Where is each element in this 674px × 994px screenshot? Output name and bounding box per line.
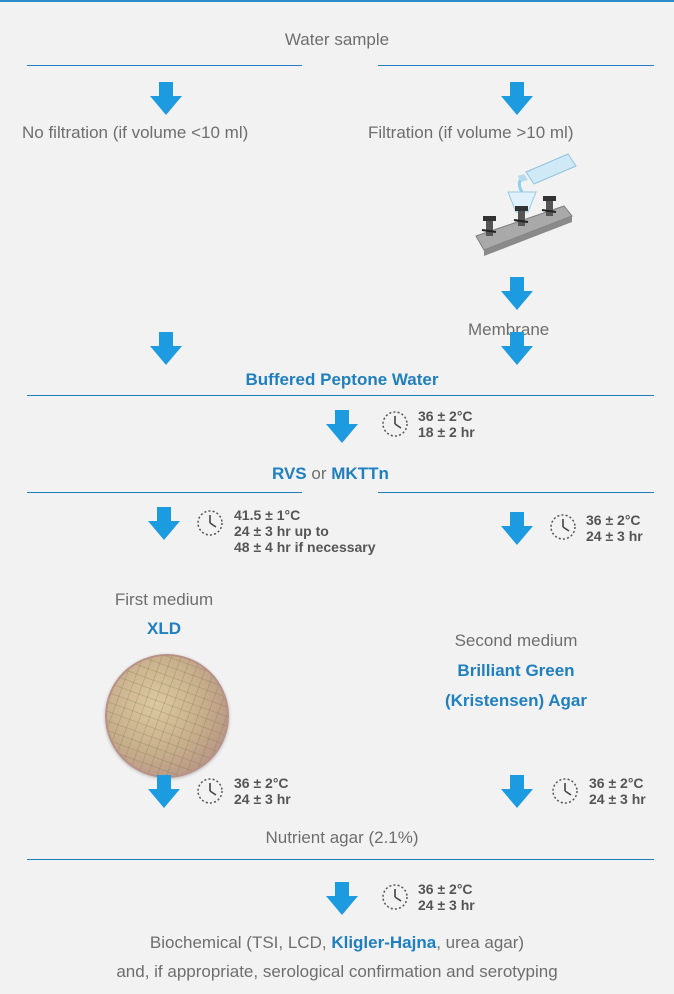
down-arrow-icon (500, 277, 534, 311)
divider-line (27, 492, 302, 493)
bpw-duration: 18 ± 2 hr (418, 424, 475, 440)
divider-line (27, 395, 654, 396)
or-label: or (311, 464, 327, 483)
na-right-duration: 24 ± 3 hr (589, 791, 646, 807)
clock-icon (550, 776, 580, 806)
down-arrow-icon (147, 775, 181, 809)
clock-icon (380, 409, 410, 439)
brilliant-green-label: Brilliant Green (457, 661, 575, 680)
kligler-hajna-label: Kligler-Hajna (331, 933, 437, 952)
divider-line (378, 492, 654, 493)
bio-duration: 24 ± 3 hr (418, 897, 475, 913)
mkttn-label: MKTTn (331, 464, 389, 483)
na-left-duration: 24 ± 3 hr (234, 791, 291, 807)
down-arrow-icon (325, 882, 359, 916)
biochemical-tests-label: Biochemical (TSI, LCD, Kligler-Hajna, ur… (150, 933, 524, 953)
bpw-temperature: 36 ± 2°C (418, 408, 473, 424)
clock-icon (380, 882, 410, 912)
membrane-label: Membrane (468, 320, 550, 339)
xld-duration-extended: 48 ± 4 hr if necessary (234, 539, 376, 555)
filtration-label: Filtration (if volume >10 ml) (368, 123, 574, 142)
xld-temperature: 41.5 ± 1°C (234, 507, 301, 523)
down-arrow-icon (325, 410, 359, 444)
down-arrow-icon (500, 775, 534, 809)
selective-enrichment-label: RVS or MKTTn (272, 464, 389, 484)
na-left-temperature: 36 ± 2°C (234, 775, 289, 791)
clock-icon (195, 776, 225, 806)
xld-label: XLD (147, 619, 181, 638)
rvs-label: RVS (272, 464, 307, 483)
filtration-apparatus-icon (475, 153, 577, 256)
clock-icon (548, 512, 578, 542)
down-arrow-icon (500, 512, 534, 546)
water-sample-label: Water sample (284, 30, 390, 49)
down-arrow-icon (149, 82, 183, 116)
biochem-text-2: , urea agar) (436, 933, 525, 952)
xld-duration: 24 ± 3 hr up to (234, 523, 329, 539)
divider-line (27, 65, 302, 66)
first-medium-label: First medium (114, 590, 214, 609)
na-right-temperature: 36 ± 2°C (589, 775, 644, 791)
no-filtration-label: No filtration (if volume <10 ml) (22, 123, 249, 142)
divider-line (378, 65, 654, 66)
bio-temperature: 36 ± 2°C (418, 881, 473, 897)
clock-icon (195, 508, 225, 538)
second-medium-label: Second medium (454, 631, 578, 650)
biochem-text-1: Biochemical (TSI, LCD, (149, 933, 327, 952)
nutrient-agar-label: Nutrient agar (2.1%) (265, 828, 419, 847)
bga-duration: 24 ± 3 hr (586, 528, 643, 544)
down-arrow-icon (500, 82, 534, 116)
down-arrow-icon (147, 507, 181, 541)
bga-temperature: 36 ± 2°C (586, 512, 641, 528)
xld-agar-plate-image (105, 654, 229, 778)
serological-confirmation-label: and, if appropriate, serological confirm… (116, 962, 558, 981)
divider-line (27, 859, 654, 860)
down-arrow-icon (500, 332, 534, 366)
down-arrow-icon (149, 332, 183, 366)
kristensen-agar-label: (Kristensen) Agar (444, 691, 588, 710)
buffered-peptone-water-label: Buffered Peptone Water (245, 370, 439, 389)
